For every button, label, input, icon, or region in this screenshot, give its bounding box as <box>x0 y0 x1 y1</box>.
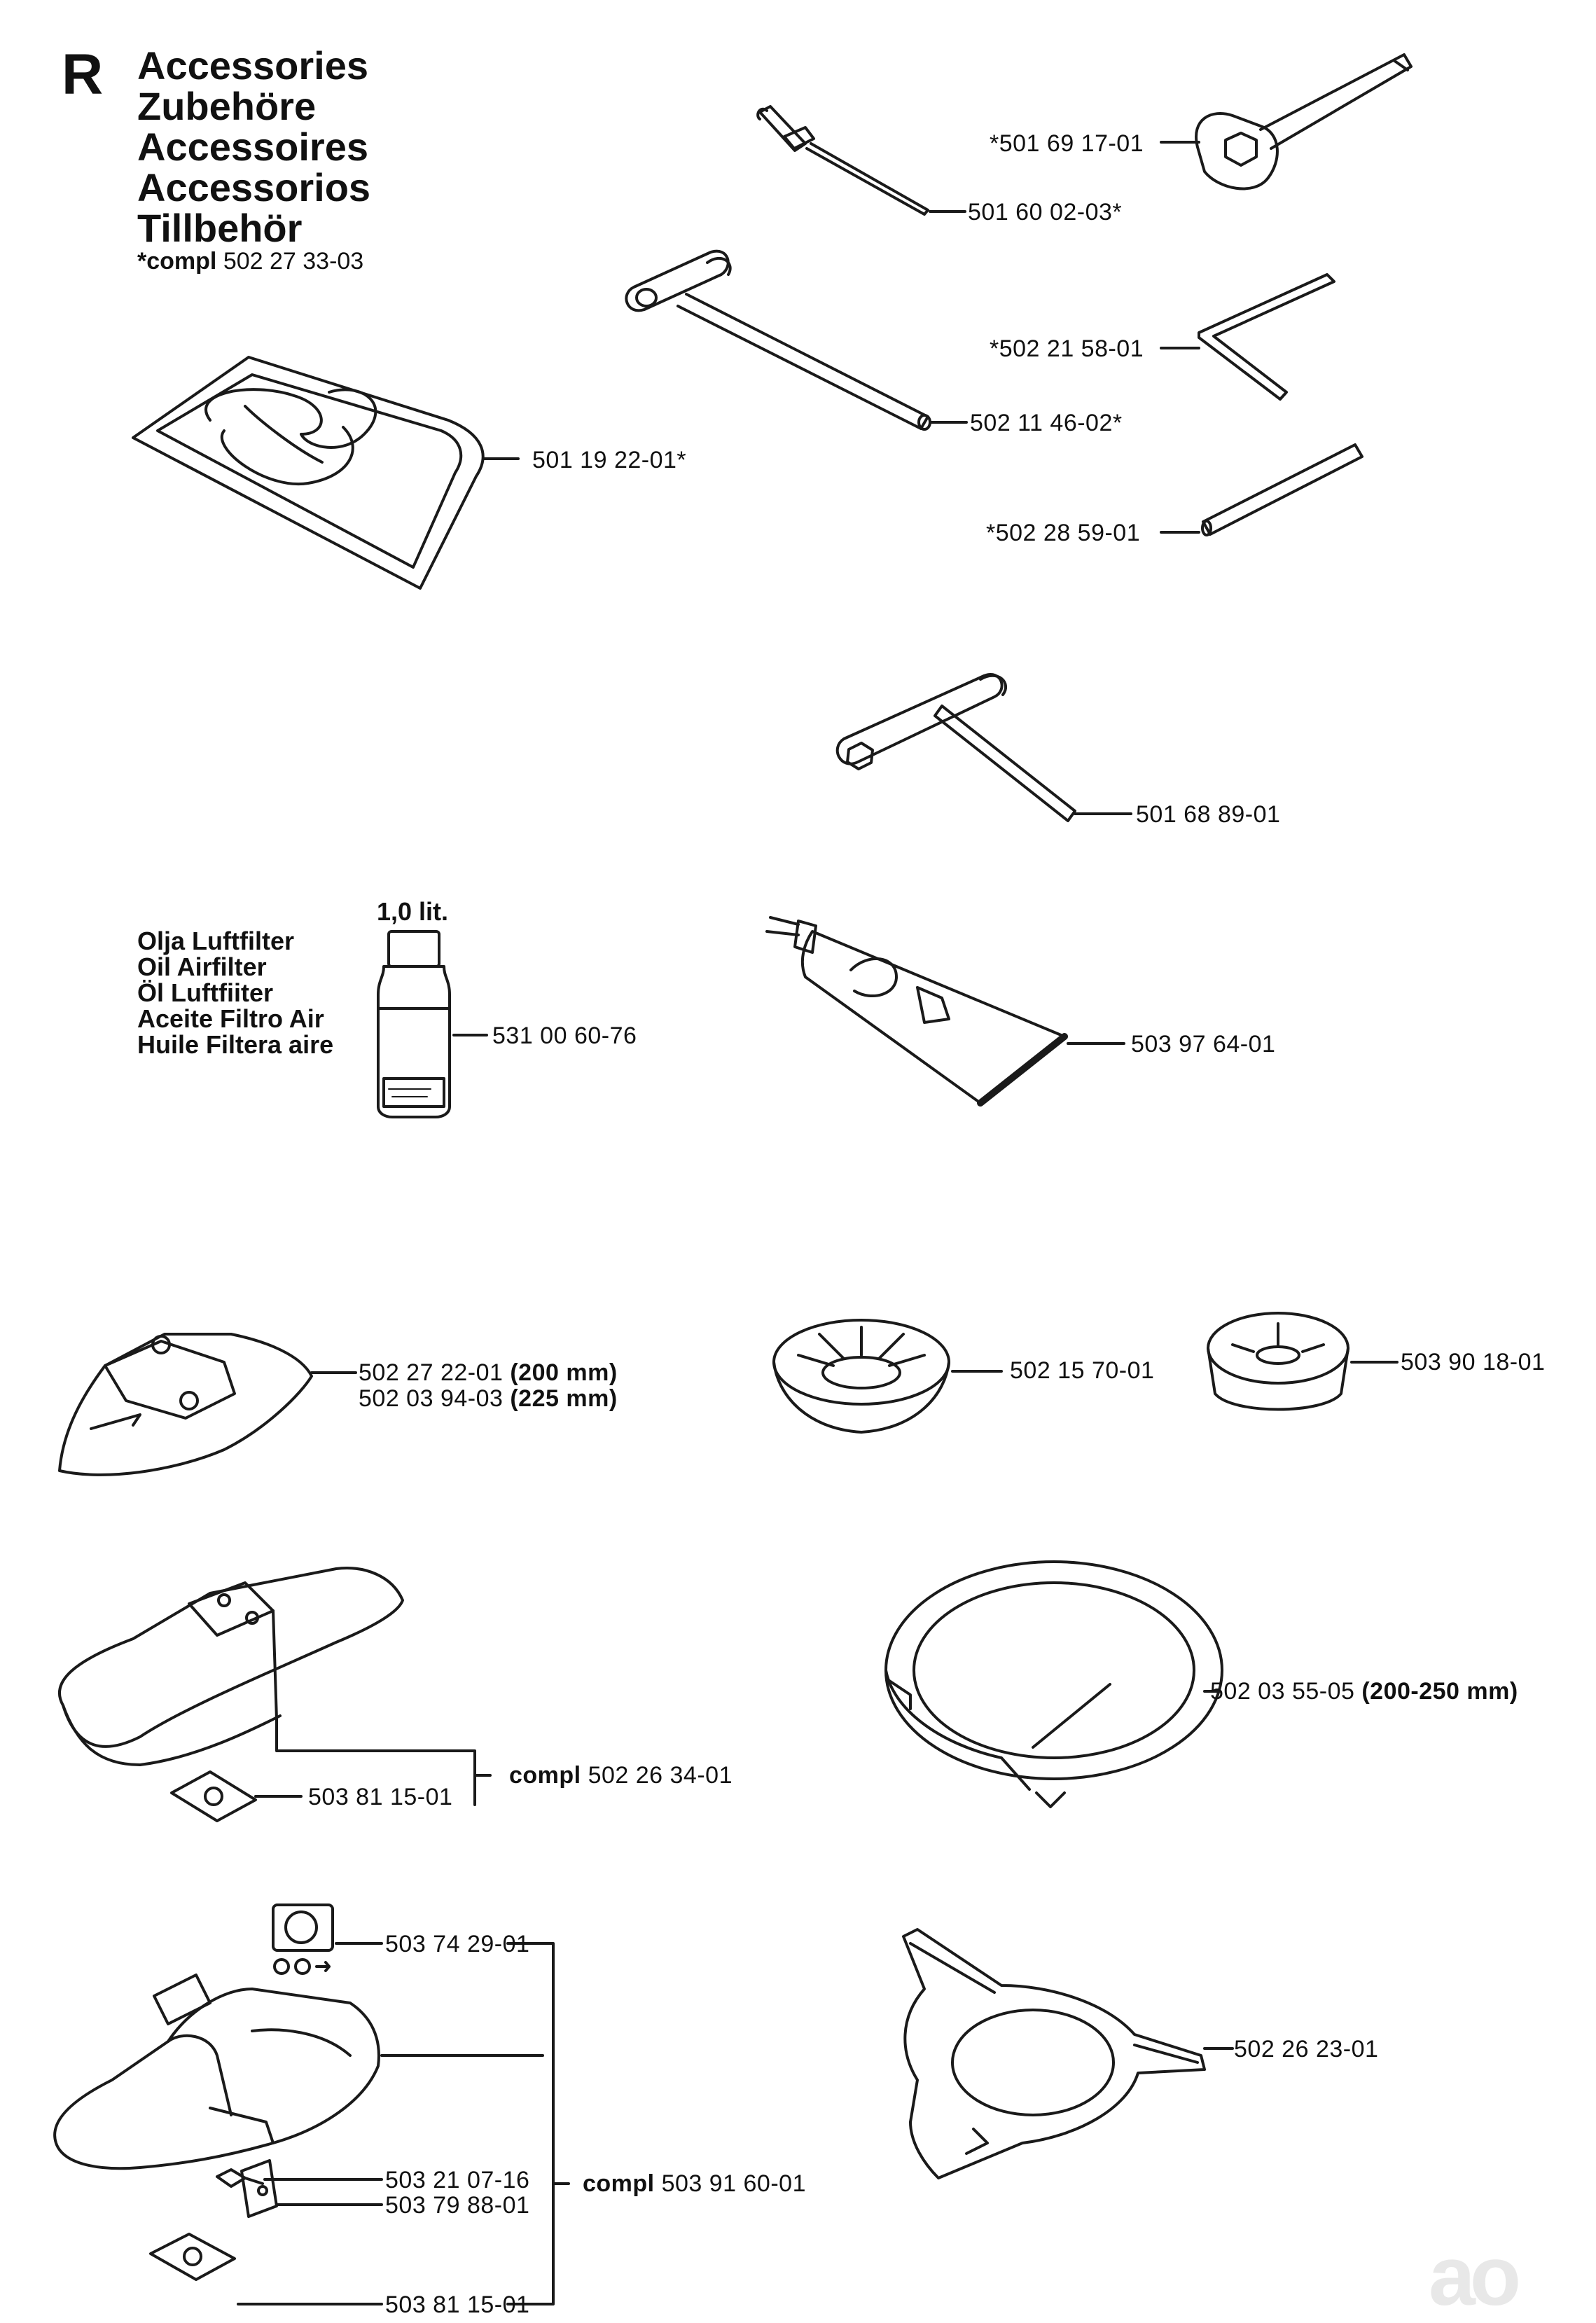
large-guard-drawing <box>58 1567 404 1766</box>
part-number-p10-code: 502 27 22-01 <box>359 1359 504 1386</box>
page-title-fr: Accessoires <box>137 125 369 169</box>
part-number-p8: 531 00 60-76 <box>492 1022 637 1049</box>
page-title-de: Zubehöre <box>137 84 317 128</box>
part-number-p6: *502 28 59-01 <box>986 520 1141 546</box>
drift-pin-drawing <box>1201 443 1363 536</box>
part-number-p10-size: (200 mm) <box>510 1359 618 1386</box>
part-number-p11: 502 03 94-03 (225 mm) <box>359 1387 618 1410</box>
part-number-p14: 502 03 55-05 (200-250 mm) <box>1210 1679 1518 1703</box>
spring-cover-drawing <box>272 1904 334 1975</box>
section-letter: R <box>62 43 104 106</box>
ring-guard-drawing <box>884 1560 1223 1808</box>
part-number-p14-code: 502 03 55-05 <box>1210 1678 1355 1705</box>
page-title-sv: Tillbehör <box>137 206 303 250</box>
part-number-p3: *502 21 58-01 <box>990 335 1144 362</box>
box-wrench-drawing <box>1195 53 1413 190</box>
oil-label-fr: Huile Filtera aire <box>137 1030 334 1059</box>
screwdriver-drawing <box>756 105 929 216</box>
bottle-capacity: 1,0 lit. <box>377 897 449 926</box>
part-number-p11-code: 502 03 94-03 <box>359 1385 504 1412</box>
group-compl-1: compl 502 26 34-01 <box>509 1763 733 1787</box>
part-number-p16: 503 74 29-01 <box>385 1931 530 1957</box>
oil-label-sv: Olja Luftfilter <box>137 927 294 955</box>
hex-key-drawing <box>1198 273 1335 401</box>
group-compl-2-label: compl <box>583 2170 655 2197</box>
compl-set-number: *compl 502 27 33-03 <box>137 249 363 273</box>
bracket-g1 <box>275 1718 492 1806</box>
oil-label-de: Öl Luftfiiter <box>137 978 273 1007</box>
part-number-p2: 501 60 02-03* <box>968 199 1123 226</box>
part-number-p19: 503 79 88-01 <box>385 2192 530 2219</box>
compl-label: *compl <box>137 248 217 275</box>
support-cup-drawing <box>1207 1312 1349 1411</box>
clamp-plate-drawing-1 <box>170 1770 257 1822</box>
part-number-p17: 502 26 23-01 <box>1234 2036 1379 2062</box>
grease-tube-drawing <box>765 916 1068 1107</box>
harness-bag-drawing <box>132 356 485 590</box>
group-compl-2: compl 503 91 60-01 <box>583 2172 806 2196</box>
oil-bottle-drawing <box>377 930 451 1118</box>
clamp-plate-drawing-2 <box>149 2233 236 2281</box>
part-number-p20: 503 81 15-01 <box>385 2291 530 2318</box>
part-number-p1: *501 69 17-01 <box>990 130 1144 157</box>
part-number-p11-size: (225 mm) <box>510 1385 618 1412</box>
group-compl-1-number: 502 26 34-01 <box>588 1762 733 1789</box>
oil-label-es: Aceite Filtro Air <box>137 1004 324 1033</box>
bracket-g2 <box>506 1942 570 2305</box>
part-number-p5: 501 19 22-01* <box>532 447 687 473</box>
part-number-p12: 502 15 70-01 <box>1010 1357 1155 1384</box>
drive-cup-drawing <box>772 1319 950 1434</box>
page-title-en: Accessories <box>137 43 369 88</box>
part-number-p9: 503 97 64-01 <box>1131 1031 1276 1058</box>
t-bar-wrench-drawing <box>625 249 931 431</box>
page-title-es: Accessorios <box>137 165 371 209</box>
group-compl-2-number: 503 91 60-01 <box>661 2170 806 2197</box>
part-number-p10: 502 27 22-01 (200 mm) <box>359 1361 618 1385</box>
part-number-p13: 503 90 18-01 <box>1401 1349 1546 1375</box>
part-number-p4: 502 11 46-02* <box>970 410 1123 436</box>
trimmer-guard-large-drawing <box>53 1974 380 2170</box>
part-number-p14-size: (200-250 mm) <box>1361 1678 1518 1705</box>
trimmer-guard-small-drawing <box>58 1333 313 1476</box>
tri-arm-support-drawing <box>902 1928 1206 2179</box>
combination-spanner-drawing <box>835 673 1076 822</box>
oil-label-en: Oil Airfilter <box>137 952 267 981</box>
part-number-p15: 503 81 15-01 <box>308 1784 453 1810</box>
screw-bracket-drawing <box>216 2159 278 2218</box>
compl-number: 502 27 33-03 <box>223 248 364 275</box>
part-number-p7: 501 68 89-01 <box>1136 801 1281 828</box>
group-compl-1-label: compl <box>509 1762 581 1789</box>
part-number-p18: 503 21 07-16 <box>385 2167 530 2193</box>
watermark-logo: ao <box>1429 2229 1521 2323</box>
